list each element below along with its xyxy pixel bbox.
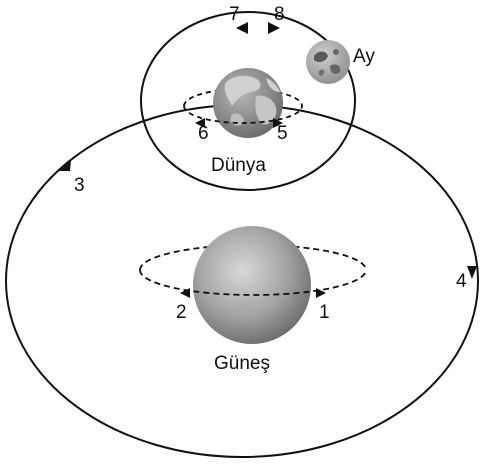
earth-body <box>213 68 283 138</box>
label-1: 1 <box>319 302 330 323</box>
label-7: 7 <box>229 4 240 25</box>
earth-label: Dünya <box>211 155 266 176</box>
moon-body <box>306 40 350 84</box>
sun-label: Güneş <box>214 353 270 374</box>
label-2: 2 <box>176 302 187 323</box>
label-6: 6 <box>198 123 209 144</box>
arrow-4-icon <box>467 266 477 279</box>
label-4: 4 <box>456 271 467 292</box>
label-8: 8 <box>274 4 285 25</box>
sun-body <box>193 226 311 344</box>
moon-label: Ay <box>353 46 375 67</box>
label-3: 3 <box>74 175 85 196</box>
label-5: 5 <box>277 123 288 144</box>
